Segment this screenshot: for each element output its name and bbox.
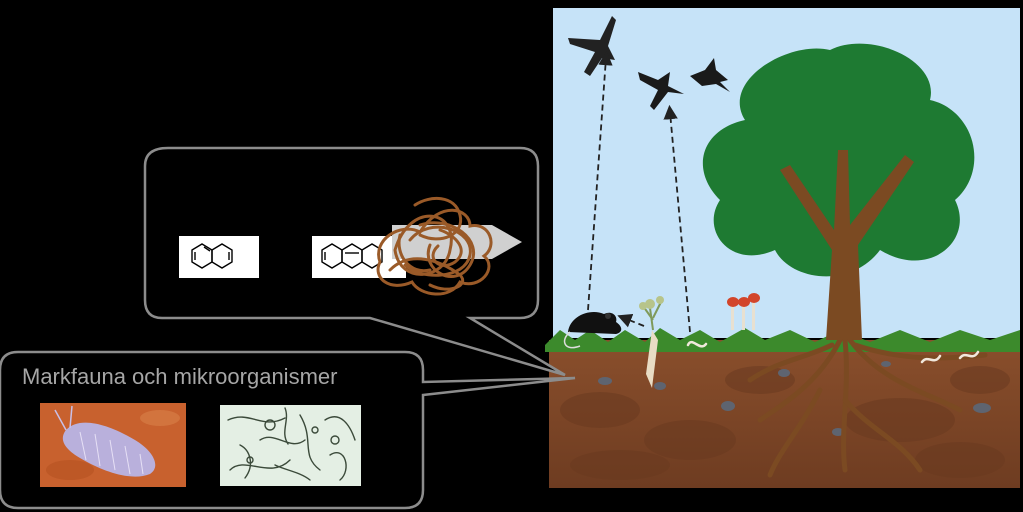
anthracene-structure-icon xyxy=(312,236,406,278)
soil-organisms-label: Markfauna och mikroorganismer xyxy=(22,364,337,390)
microorganisms-microscope-photo xyxy=(220,405,361,486)
ecosystem-scene xyxy=(545,8,1020,488)
springtail-photo xyxy=(40,403,186,487)
naphthalene-structure-icon xyxy=(179,236,259,278)
molecule-callout xyxy=(145,148,565,375)
